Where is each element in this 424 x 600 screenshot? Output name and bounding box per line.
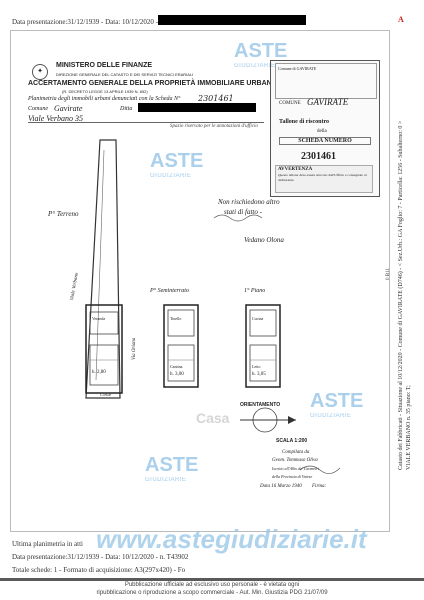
watermark-aste-1-text: ASTE bbox=[234, 40, 288, 62]
watermark-aste-4-sub: GIUDIZIARIE bbox=[145, 477, 187, 483]
label-via-vertical-2: Via Oriana bbox=[132, 337, 137, 360]
ministry-title: MINISTERO DELLE FINANZE bbox=[56, 62, 153, 69]
header-divider bbox=[28, 122, 264, 123]
label-cantina: Cantina bbox=[170, 364, 183, 369]
label-h3: h. 3,05 bbox=[252, 372, 266, 377]
signature-scribble-1 bbox=[213, 214, 263, 222]
ultima-planimetria: Ultima planimetria in atti bbox=[12, 540, 83, 548]
label-piano-primo: 1° Piano bbox=[244, 288, 266, 294]
ground-room bbox=[89, 344, 119, 386]
label-h1: h. 2,80 bbox=[92, 370, 106, 375]
via-hand: Viale Verbano 35 bbox=[28, 114, 83, 123]
label-compilata: Compilata da bbox=[282, 450, 310, 455]
tallone-title: Tallone di riscontro bbox=[279, 119, 330, 125]
rb-comune-value: GAVIRATE bbox=[307, 97, 349, 107]
watermark-aste-1: ASTE GIUDIZIARIE bbox=[234, 40, 287, 69]
planimetria-label: Planimetria degli immobili urbani denunc… bbox=[28, 96, 181, 102]
corner-mark: A bbox=[398, 15, 404, 24]
label-orientamento: ORIENTAMENTO bbox=[240, 402, 281, 408]
scheda-number: 2301461 bbox=[301, 151, 336, 162]
watermark-aste-4-text: ASTE bbox=[145, 454, 199, 476]
stamp-text: Comune di GAVIRATE bbox=[278, 66, 317, 71]
watermark-aste-1-sub: GIUDIZIARIE bbox=[234, 63, 276, 69]
watermark-center: Casa bbox=[196, 410, 230, 426]
rb-comune-label: COMUNE bbox=[279, 101, 301, 106]
footer-bar bbox=[0, 578, 424, 581]
compiler-name: Geom. Tommaso Oliva bbox=[272, 458, 318, 463]
watermark-aste-2-text: ASTE bbox=[150, 150, 204, 172]
avvertenza-title: AVVERTENZA bbox=[278, 167, 313, 172]
ground-floor-building bbox=[85, 304, 123, 394]
watermark-aste-3-text: ASTE bbox=[310, 390, 364, 412]
watermark-aste-3-sub: GIUDIZIARIE bbox=[310, 413, 352, 419]
handwritten-note-2: stati di fatto - bbox=[224, 208, 262, 216]
redaction-bar-top bbox=[158, 15, 306, 25]
watermark-aste-4: ASTE GIUDIZIARIE bbox=[145, 454, 198, 483]
label-cucina: Cucina bbox=[252, 316, 264, 321]
document-title: ACCERTAMENTO GENERALE DELLA PROPRIETÀ IM… bbox=[28, 80, 277, 87]
direction-title: DIREZIONE GENERALE DEL CATASTO E DEI SER… bbox=[56, 72, 194, 77]
footer-line-1: Pubblicazione ufficiale ad esclusivo uso… bbox=[124, 582, 300, 588]
lot-inner-line bbox=[95, 149, 105, 381]
spazio-note: Spazio riservato per le annotazioni d'uf… bbox=[170, 124, 258, 129]
label-data-firma: Data 16 Marzo 1940 bbox=[260, 484, 302, 489]
seminterrato-room-2 bbox=[167, 344, 195, 382]
stamp-box: Comune di GAVIRATE bbox=[275, 63, 377, 99]
seminterrato-room-1 bbox=[167, 309, 195, 337]
label-veranda: Veranda bbox=[92, 316, 106, 321]
signature-scribble-2 bbox=[299, 465, 341, 474]
scheda-number-hand: 2301461 bbox=[198, 94, 234, 103]
primo-building bbox=[245, 304, 281, 388]
bottom-data-line: Data presentazione:31/12/1939 - Data: 10… bbox=[12, 553, 189, 561]
label-h2: h. 3,00 bbox=[170, 372, 184, 377]
tallone-box: Comune di GAVIRATE COMUNE GAVIRATE Tallo… bbox=[270, 60, 380, 197]
watermark-site: www.astegiudiziarie.it bbox=[96, 524, 367, 554]
watermark-aste-2-sub: GIUDIZIARIE bbox=[150, 173, 192, 179]
label-tinello: Tinello bbox=[170, 316, 182, 321]
avvertenza-text: Questo tallone deve essere staccato dall… bbox=[278, 173, 367, 182]
label-piano-seminterrato: P° Seminterrato bbox=[150, 288, 189, 294]
scheda-numero-label: SCHEDA NUMERO bbox=[279, 137, 371, 145]
primo-room-1 bbox=[249, 309, 277, 337]
compass-arrow bbox=[288, 416, 296, 424]
label-provincia: della Provincia di Varese bbox=[272, 474, 313, 479]
label-iscritto: Iscritto all'Albo de' Geometri bbox=[272, 466, 319, 471]
label-letto: Letto bbox=[252, 364, 261, 369]
document-frame bbox=[10, 30, 390, 532]
ditta-label: Ditta bbox=[120, 106, 133, 112]
handwritten-note-1: Non rischiedono altro bbox=[218, 198, 280, 206]
bottom-schede-line: Totale schede: 1 - Formato di acquisizio… bbox=[12, 566, 186, 574]
label-piano-terreno: P° Terreno bbox=[48, 210, 79, 218]
veranda-room bbox=[89, 311, 119, 335]
comune-hand: Gavirate bbox=[54, 104, 83, 113]
handwritten-sig: Vedano Olona bbox=[244, 236, 284, 244]
watermark-aste-3: ASTE GIUDIZIARIE bbox=[310, 390, 363, 419]
presentation-info: Data presentazione:31/12/1939 - Data: 10… bbox=[12, 18, 171, 26]
law-reference: (R. DECRETO LEGGE 13 APRILE 1939 N. 652) bbox=[62, 89, 148, 94]
redaction-bar-ditta bbox=[138, 103, 256, 112]
comune-label: Comune bbox=[28, 106, 48, 112]
della-label: della bbox=[317, 129, 327, 134]
label-cortile: Cortile bbox=[100, 392, 112, 397]
footer-line-2: ripubblicazione o riproduzione a scopo c… bbox=[96, 590, 328, 596]
label-firma: Firma: bbox=[312, 484, 327, 489]
seminterrato-building bbox=[163, 304, 199, 388]
label-scala: SCALA 1:200 bbox=[276, 438, 308, 444]
emblem-icon: ✦ bbox=[32, 64, 48, 80]
avvertenza-box: AVVERTENZA Questo tallone deve essere st… bbox=[275, 165, 373, 193]
primo-room-2 bbox=[249, 344, 277, 382]
watermark-aste-2: ASTE GIUDIZIARIE bbox=[150, 150, 203, 179]
